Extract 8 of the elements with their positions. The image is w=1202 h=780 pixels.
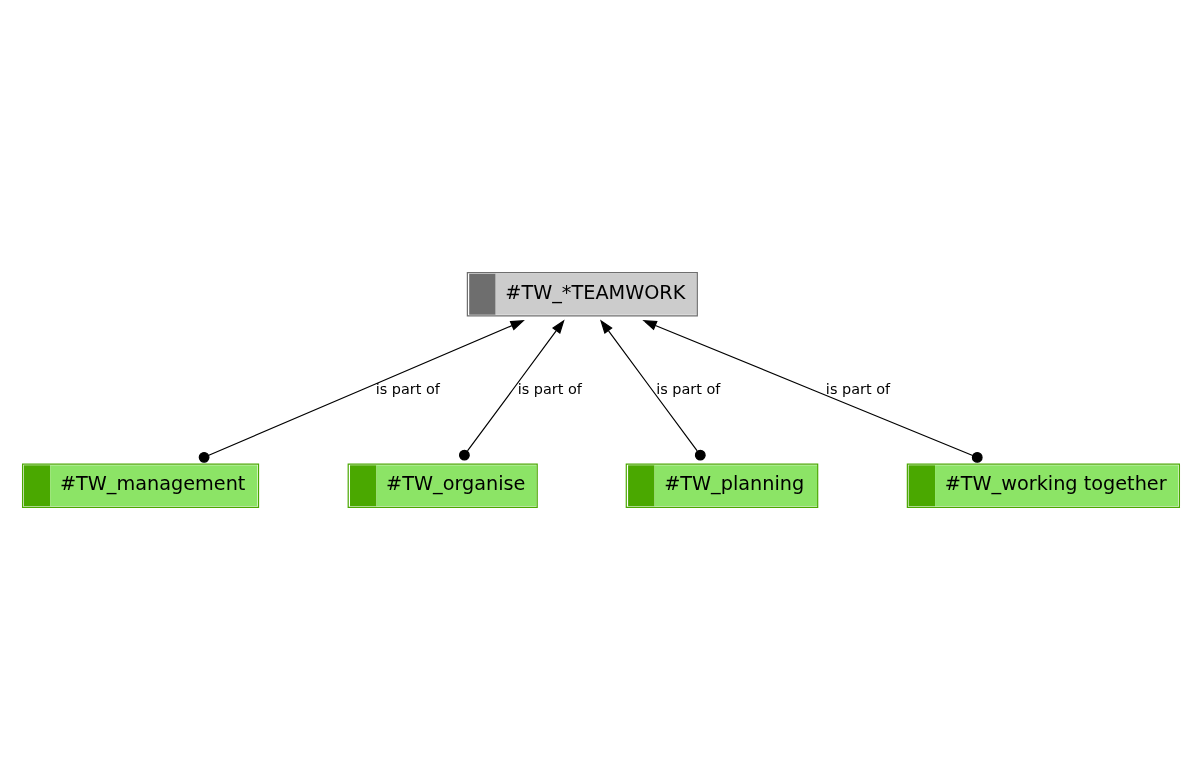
arrow	[600, 319, 706, 461]
arrow	[198, 320, 525, 463]
edge-label: is part of	[517, 380, 582, 397]
edge-label: is part of	[825, 380, 891, 397]
edge-label: is part of	[656, 380, 721, 397]
edge-label: is part of	[375, 380, 440, 397]
arrow	[458, 319, 565, 461]
arrow	[642, 320, 983, 463]
